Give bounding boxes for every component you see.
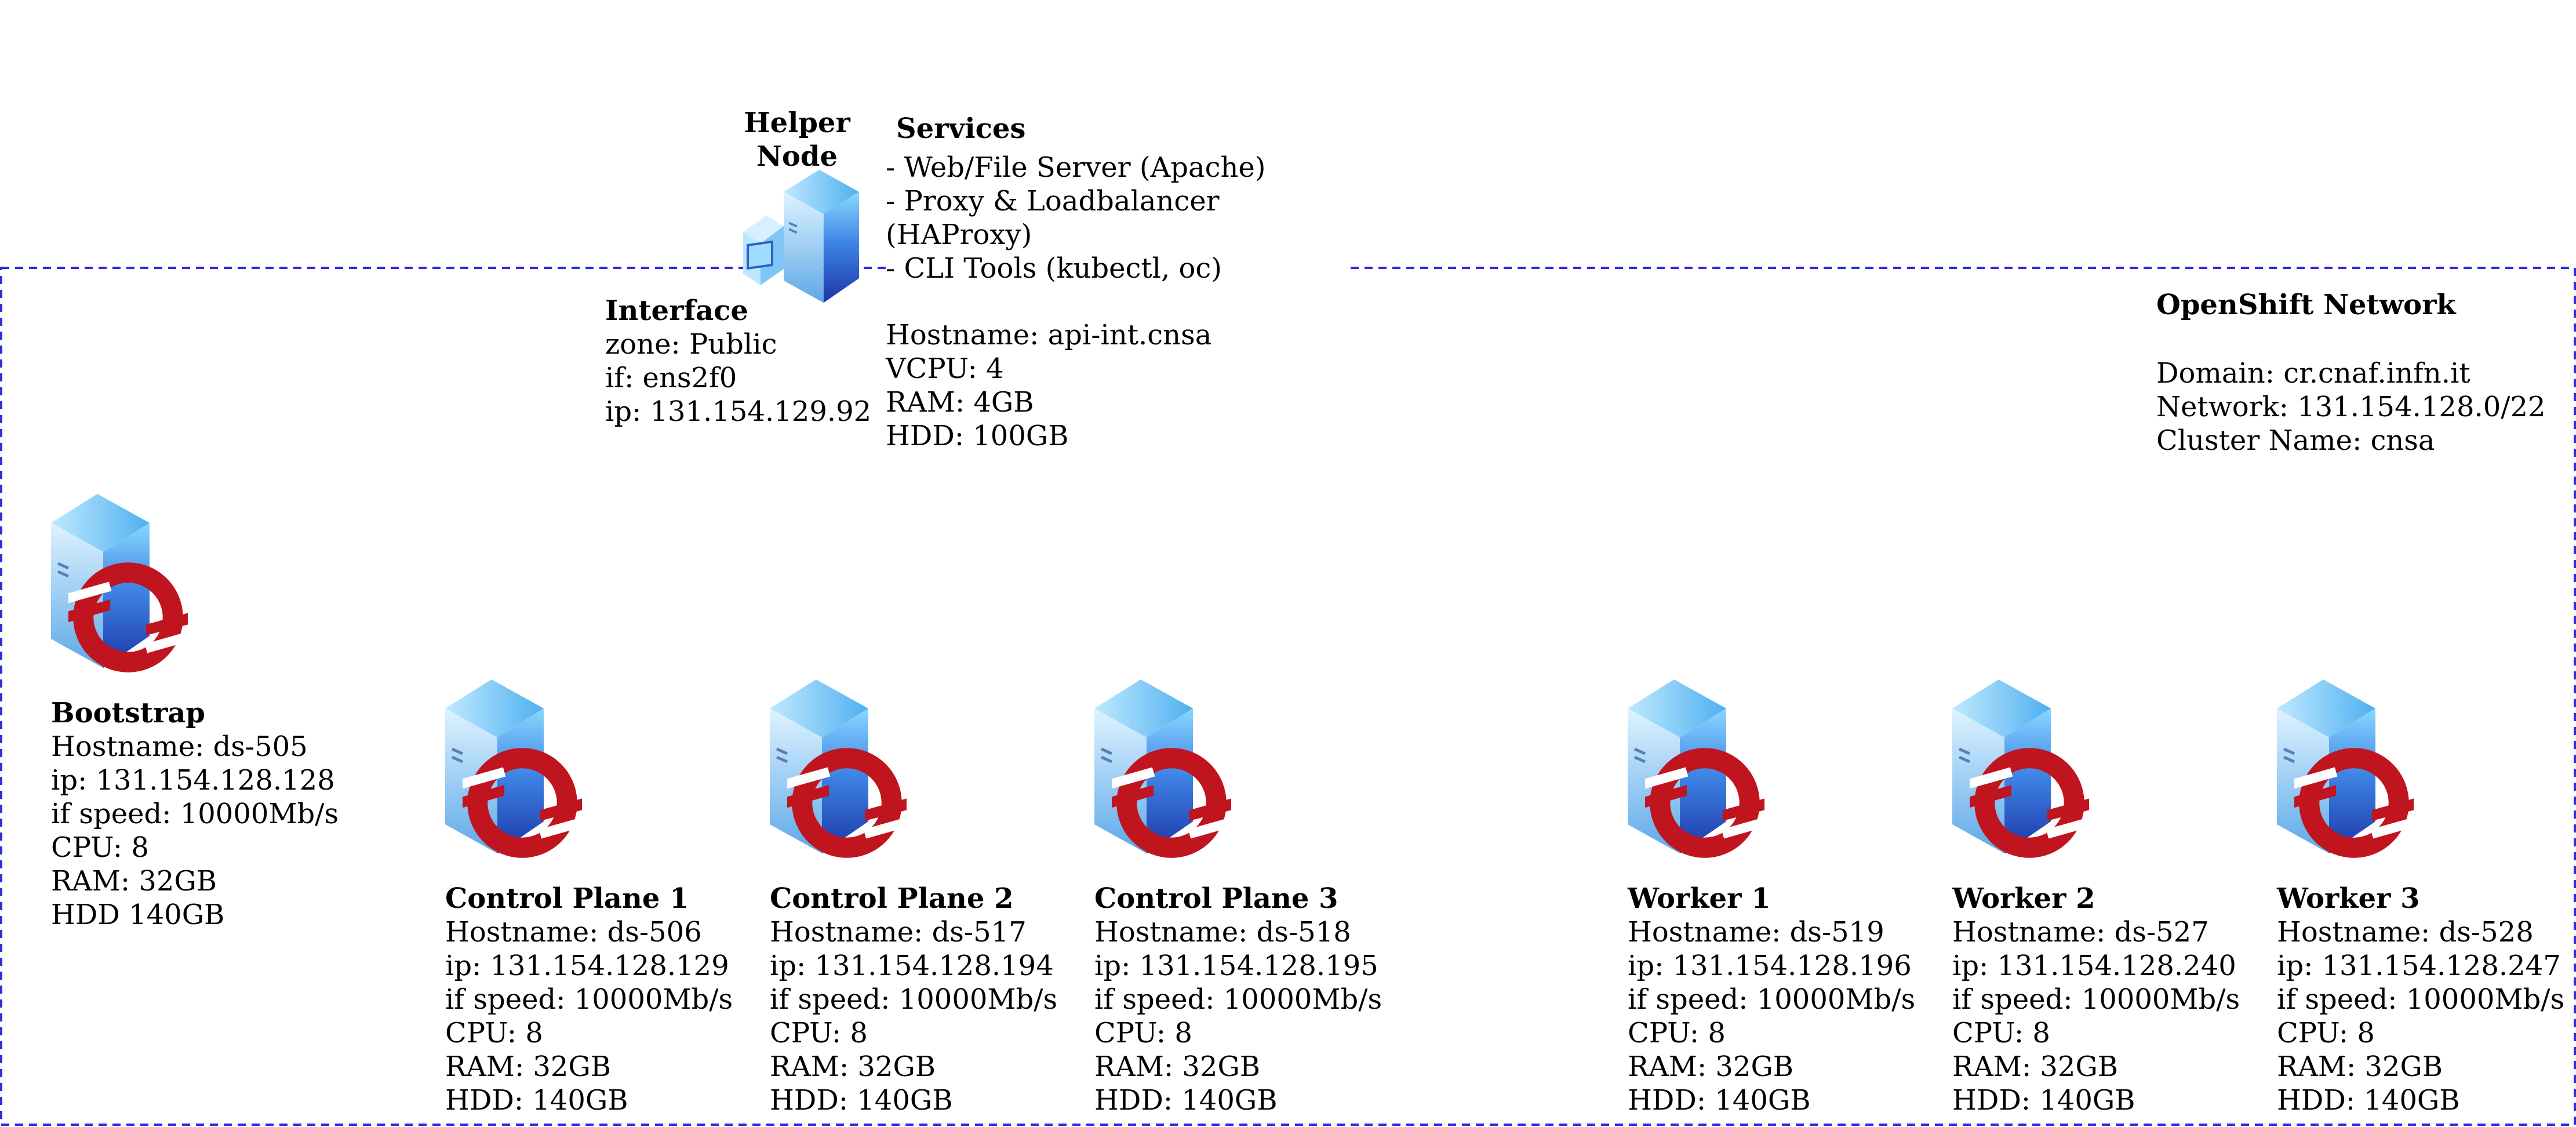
services-line: (HAProxy) [886,219,1032,251]
interface-line: if: ens2f0 [605,362,737,394]
network-line: Network: 131.154.128.0/22 [2156,391,2546,423]
boundary-gap-mask [869,264,1351,273]
node-line: HDD: 140GB [1094,1084,1278,1117]
node-line: CPU: 8 [1094,1017,1192,1049]
node-title: Worker 2 [1952,882,2095,915]
node-control-plane-2: Control Plane 2 Hostname: ds-517 ip: 131… [770,679,1057,1117]
helper-title: Helper [744,107,850,139]
helper-spec-line: VCPU: 4 [885,352,1004,385]
services-line: - Web/File Server (Apache) [886,151,1266,184]
node-line: CPU: 8 [445,1017,543,1049]
server-icon [784,170,859,303]
node-line: CPU: 8 [1952,1017,2050,1049]
network-line: Cluster Name: cnsa [2156,424,2435,457]
node-line: HDD: 140GB [1628,1084,1811,1117]
node-line: if speed: 10000Mb/s [1094,983,1382,1016]
node-line: RAM: 32GB [445,1050,611,1083]
node-line: Hostname: ds-519 [1628,916,1884,948]
node-line: ip: 131.154.128.196 [1628,950,1912,982]
node-line: RAM: 32GB [1628,1050,1793,1083]
node-line: RAM: 32GB [1952,1050,2118,1083]
interface-line: zone: Public [605,328,777,361]
helper-title: Node [756,140,838,173]
helper-spec-line: RAM: 4GB [886,386,1034,419]
node-line: RAM: 32GB [770,1050,936,1083]
node-line: HDD: 140GB [770,1084,953,1117]
node-line: ip: 131.154.128.128 [51,764,335,797]
node-title: Worker 1 [1627,882,1771,915]
node-title: Control Plane 2 [770,882,1014,915]
node-title: Worker 3 [2276,882,2420,915]
node-line: CPU: 8 [770,1017,868,1049]
node-line: Hostname: ds-517 [770,916,1027,948]
node-worker-2: Worker 2 Hostname: ds-527 ip: 131.154.12… [1952,679,2240,1117]
node-control-plane-1: Control Plane 1 Hostname: ds-506 ip: 131… [445,679,733,1117]
node-line: ip: 131.154.128.194 [770,950,1054,982]
node-line: ip: 131.154.128.247 [2277,950,2561,982]
interface-title: Interface [605,295,748,327]
node-bootstrap: Bootstrap Hostname: ds-505 ip: 131.154.1… [51,494,339,931]
node-line: ip: 131.154.128.240 [1952,950,2236,982]
services-title: Services [896,112,1025,145]
network-title: OpenShift Network [2156,289,2457,321]
network-info: OpenShift Network Domain: cr.cnaf.infn.i… [2156,289,2546,457]
node-line: CPU: 8 [51,831,149,864]
node-control-plane-3: Control Plane 3 Hostname: ds-518 ip: 131… [1094,679,1382,1117]
node-line: HDD: 140GB [2277,1084,2460,1117]
services-line: - Proxy & Loadbalancer [886,185,1220,217]
node-line: HDD 140GB [51,899,224,931]
node-worker-3: Worker 3 Hostname: ds-528 ip: 131.154.12… [2276,679,2564,1117]
services-line: - CLI Tools (kubectl, oc) [886,252,1222,285]
node-line: if speed: 10000Mb/s [2277,983,2564,1016]
helper-spec-line: Hostname: api-int.cnsa [886,319,1211,351]
node-line: if speed: 10000Mb/s [51,798,339,830]
node-line: ip: 131.154.128.129 [445,950,729,982]
node-line: RAM: 32GB [1094,1050,1260,1083]
node-line: CPU: 8 [2277,1017,2375,1049]
node-line: RAM: 32GB [2277,1050,2443,1083]
node-line: if speed: 10000Mb/s [770,983,1057,1016]
node-line: Hostname: ds-506 [445,916,702,948]
node-line: Hostname: ds-527 [1952,916,2209,948]
network-line: Domain: cr.cnaf.infn.it [2156,357,2471,390]
node-line: if speed: 10000Mb/s [1952,983,2240,1016]
node-line: if speed: 10000Mb/s [1628,983,1915,1016]
node-line: if speed: 10000Mb/s [445,983,733,1016]
node-line: RAM: 32GB [51,865,217,897]
node-line: Hostname: ds-518 [1094,916,1351,948]
helper-node: Helper Node Services - Web/File Server (… [605,107,1266,452]
node-title: Control Plane 1 [445,882,689,915]
interface-line: ip: 131.154.129.92 [605,395,871,428]
helper-spec-line: HDD: 100GB [886,420,1069,452]
node-title: Bootstrap [51,697,205,729]
node-line: Hostname: ds-505 [51,730,308,763]
node-line: Hostname: ds-528 [2277,916,2534,948]
node-line: ip: 131.154.128.195 [1094,950,1378,982]
node-line: HDD: 140GB [1952,1084,2135,1117]
node-line: CPU: 8 [1628,1017,1726,1049]
node-line: HDD: 140GB [445,1084,628,1117]
node-worker-1: Worker 1 Hostname: ds-519 ip: 131.154.12… [1627,679,1915,1117]
node-title: Control Plane 3 [1094,882,1338,915]
desktop-icon [743,216,784,285]
